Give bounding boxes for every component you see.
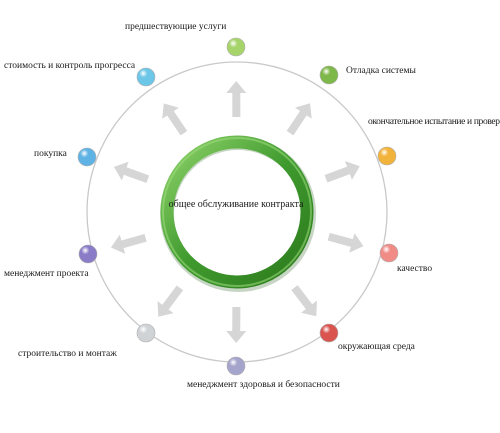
node-sphere-6	[136, 323, 156, 343]
node-sphere-7	[78, 244, 98, 264]
node-label-0: предшествующие услуги	[125, 22, 227, 32]
arrow-2	[324, 161, 360, 183]
arrow-8	[113, 161, 150, 184]
arrow-3	[327, 232, 364, 253]
arrow-9	[162, 103, 188, 136]
center-ring	[160, 135, 314, 289]
node-sphere-1	[319, 65, 339, 85]
arrow-5	[226, 306, 247, 343]
node-label-5: менеджмент здоровья и безопасности	[187, 380, 340, 390]
arrow-0	[226, 81, 247, 118]
node-sphere-5	[226, 356, 246, 376]
arrow-6	[157, 285, 184, 317]
node-label-2: окончательное испытание и проверка	[368, 117, 500, 127]
node-sphere-4	[319, 323, 339, 343]
arrow-4	[291, 285, 317, 317]
node-sphere-3	[379, 243, 399, 263]
node-label-7: менеджмент проекта	[4, 269, 89, 279]
node-sphere-8	[77, 147, 97, 167]
arrow-7	[110, 233, 147, 254]
node-label-1: Отладка системы	[346, 66, 416, 76]
node-sphere-0	[226, 37, 246, 57]
arrow-1	[286, 103, 312, 136]
center-ring-highlight	[162, 137, 312, 287]
node-label-6: строительство и монтаж	[18, 349, 117, 359]
node-label-9: стоимость и контроль прогресса	[4, 61, 136, 71]
center-label: общее обслуживание контракта	[168, 199, 304, 210]
node-label-4: окружающая среда	[338, 342, 415, 352]
node-sphere-2	[377, 146, 397, 166]
node-label-3: качество	[397, 264, 433, 274]
node-sphere-9	[136, 67, 156, 87]
node-label-8: покупка	[34, 149, 67, 159]
